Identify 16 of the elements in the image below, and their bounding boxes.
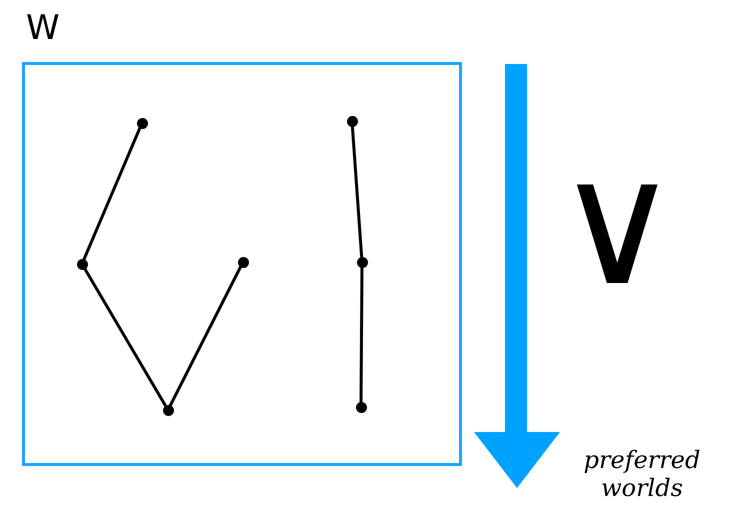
world-dot xyxy=(346,116,358,126)
arrow-caption: preferred worlds xyxy=(582,446,702,502)
connector-line xyxy=(82,126,142,260)
world-dot xyxy=(238,256,248,268)
set-label: W xyxy=(26,8,60,48)
world-frame xyxy=(22,62,462,466)
world-dot xyxy=(136,118,148,128)
connector-line xyxy=(360,266,364,403)
connector-line xyxy=(83,267,167,407)
world-dot xyxy=(162,404,174,416)
connector-line xyxy=(350,124,364,258)
join-symbol: ∨ xyxy=(555,130,680,320)
connector-line xyxy=(168,265,242,407)
world-dot xyxy=(356,256,368,268)
world-dot xyxy=(356,402,366,412)
world-dot xyxy=(76,258,88,270)
